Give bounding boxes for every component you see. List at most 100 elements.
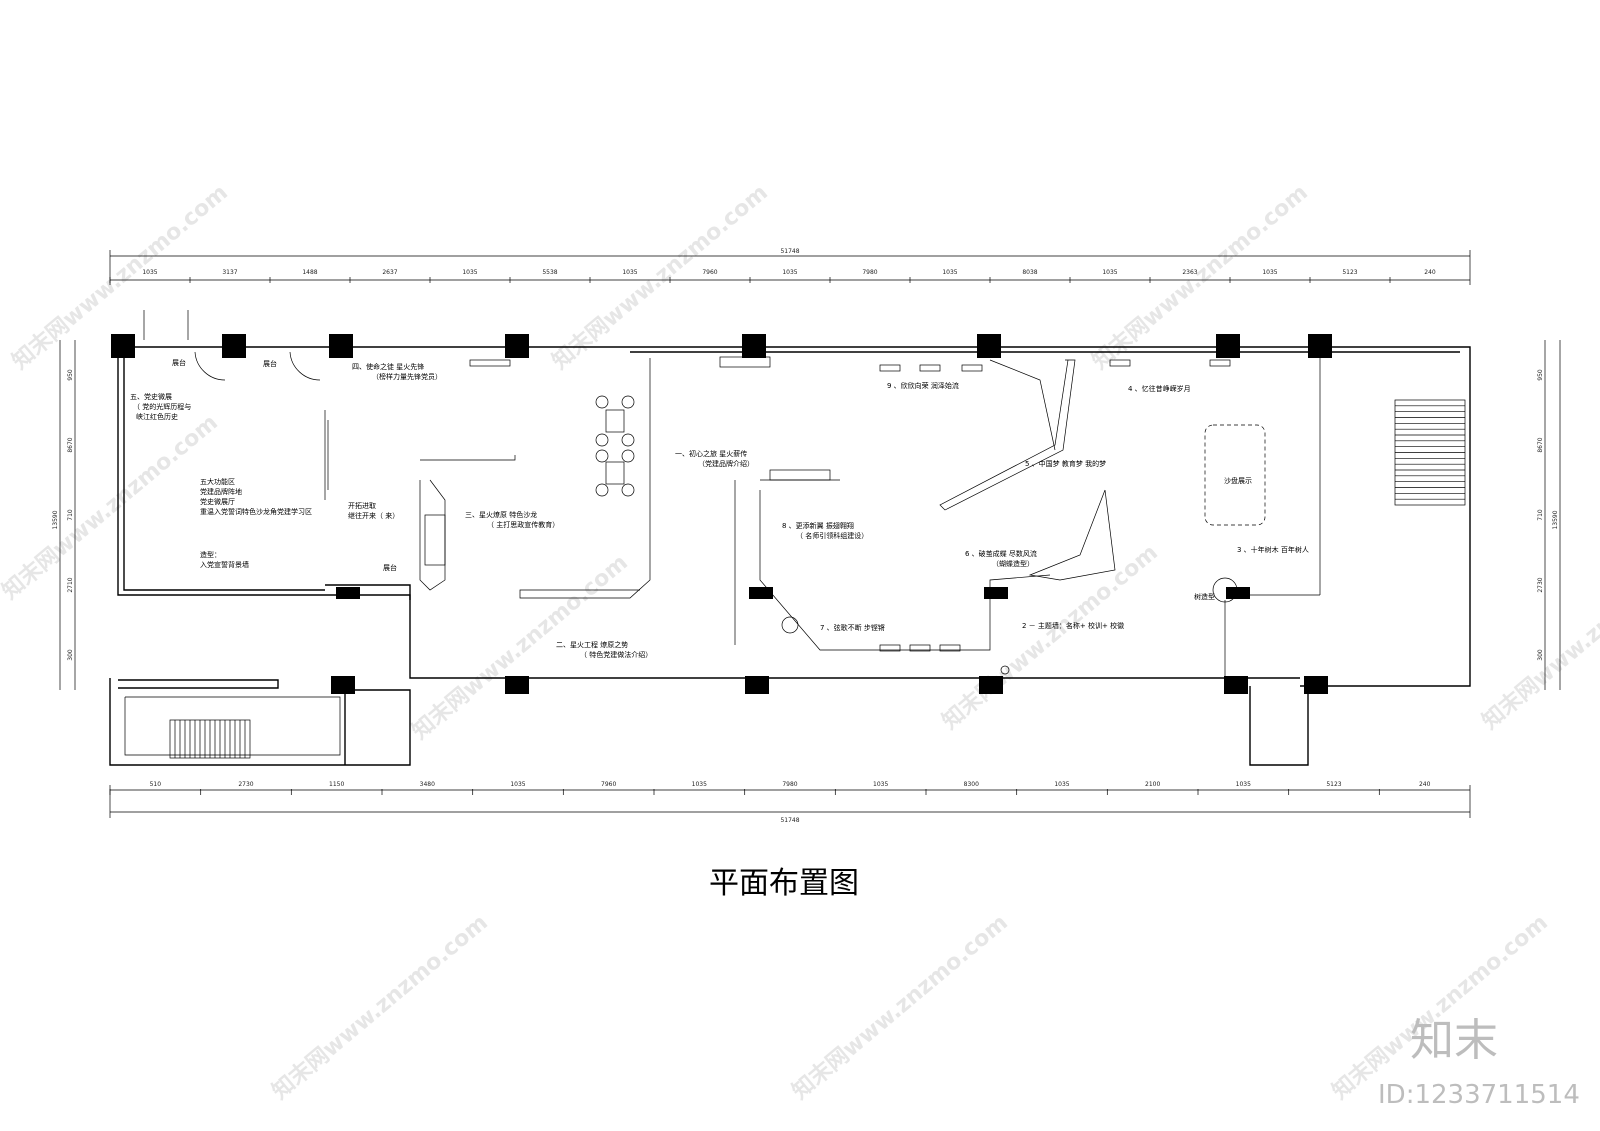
dim-top-segment: 1035 <box>462 269 477 276</box>
structural-column <box>1304 676 1328 694</box>
dim-right-segment: 8670 <box>1537 437 1544 452</box>
watermark: 知末网www.znzmo.com <box>0 409 223 604</box>
dim-top-segment: 1035 <box>142 269 157 276</box>
dim-top-segment: 1035 <box>1102 269 1117 276</box>
label-s3: 三、星火燎原 特色沙龙 <box>465 510 537 519</box>
dim-top-segment: 1035 <box>1262 269 1277 276</box>
dim-top-segment: 1035 <box>782 269 797 276</box>
watermark: 知末网www.znzmo.com <box>1477 539 1600 734</box>
watermark: 知末网www.znzmo.com <box>1087 179 1313 374</box>
furniture <box>143 310 1266 675</box>
label-s5: 五、党史微展 <box>130 392 172 401</box>
dim-bottom-segment: 5123 <box>1326 781 1341 788</box>
label-s7: 7 、弦歌不断 步铿锵 <box>820 623 885 632</box>
watermark: 知末网www.znzmo.com <box>1327 909 1553 1104</box>
label-s2: 二、星火工程 燎原之势 <box>556 640 628 649</box>
dim-bottom-segment: 8300 <box>964 781 979 788</box>
drawing-title: 平面布置图 <box>709 866 859 901</box>
watermark: 知末网www.znzmo.com <box>937 539 1163 734</box>
walls <box>109 346 1471 766</box>
dim-top-segment: 1035 <box>622 269 637 276</box>
label-s4: 四、使命之徒 星火先锋 <box>352 362 424 371</box>
label-s6: 6 、破茧成蝶 尽数风流 <box>965 549 1037 558</box>
label-functions: 重温入党誓词特色沙龙角党建学习区 <box>200 507 312 516</box>
structural-column <box>1308 334 1332 358</box>
brand-logo: 知末 <box>1410 1015 1498 1066</box>
label-s2: （ 特色党建做法介绍） <box>580 650 652 659</box>
label-s5-dream: 5 、中国梦 教育梦 我的梦 <box>1025 459 1106 468</box>
label-s1: 一、初心之旅 星火薪传 <box>675 449 747 458</box>
structural-column <box>505 676 529 694</box>
dim-top-segment: 5538 <box>542 269 557 276</box>
label-zaoxing: 入党宣誓背景墙 <box>200 560 249 569</box>
dim-top-segment: 5123 <box>1342 269 1357 276</box>
label-s8: 8 、更添新翼 振翅翱翔 <box>782 521 854 530</box>
label-s4: （榜样力量先锋党员） <box>372 372 442 381</box>
structural-column <box>745 676 769 694</box>
label-zaoxing: 造型： <box>200 550 221 559</box>
label-zhantai: 展台 <box>172 358 186 367</box>
dim-bottom-segment: 1150 <box>329 781 344 788</box>
label-functions: 党建品牌阵地 <box>200 487 242 496</box>
label-zhantai: 展台 <box>383 563 397 572</box>
label-functions: 党史微展厅 <box>200 497 235 506</box>
label-tree-shape: 树造型 <box>1194 592 1215 601</box>
dim-top-segment: 8038 <box>1022 269 1037 276</box>
structural-column <box>742 334 766 358</box>
dim-bottom-segment: 3480 <box>420 781 435 788</box>
label-s1: （党建品牌介绍） <box>698 459 754 468</box>
label-kaituo: 开拓进取 <box>348 501 376 510</box>
dim-bottom-segment: 1035 <box>692 781 707 788</box>
label-s3-trees: 3 、十年树木 百年树人 <box>1237 545 1309 554</box>
dim-right-segment: 950 <box>1537 369 1544 381</box>
label-s4-memory: 4 、忆往昔峥嵘岁月 <box>1128 384 1191 393</box>
label-s8: （ 名师引领科组建设） <box>796 531 868 540</box>
label-kaituo: 继往开来（ 来） <box>348 511 399 520</box>
dim-bottom-segment: 510 <box>150 781 162 788</box>
image-id: ID:1233711514 <box>1378 1080 1580 1110</box>
watermark: 知末网www.znzmo.com <box>787 909 1013 1104</box>
label-s6: （蝴蝶造型） <box>992 559 1034 568</box>
dim-left-segment: 2710 <box>67 577 74 592</box>
label-s2-theme-wall: 2 － 主题墙：名称+ 校训+ 校徽 <box>1022 621 1124 630</box>
structural-column <box>1226 587 1250 599</box>
dim-top-segment: 7980 <box>862 269 877 276</box>
dim-top-segment: 240 <box>1424 269 1436 276</box>
watermark: 知末网www.znzmo.com <box>267 909 493 1104</box>
structural-column <box>331 676 355 694</box>
dim-right-segment: 2730 <box>1537 577 1544 592</box>
structural-column <box>222 334 246 358</box>
structural-column <box>977 334 1001 358</box>
dim-left-segment: 300 <box>67 649 74 661</box>
dim-bottom-segment: 7960 <box>601 781 616 788</box>
dim-bottom-segment: 1035 <box>873 781 888 788</box>
dim-bottom-segment: 1035 <box>1054 781 1069 788</box>
label-zhantai: 展台 <box>263 359 277 368</box>
label-s5: 峡江红色历史 <box>136 412 178 421</box>
label-s3: （ 主打思政宣传教育） <box>487 520 559 529</box>
structural-column <box>1216 334 1240 358</box>
watermark-layer: 知末网www.znzmo.com 知末网www.znzmo.com 知末网www… <box>0 179 1600 1104</box>
structural-column <box>1224 676 1248 694</box>
dim-left-total: 13590 <box>52 510 59 529</box>
watermark: 知末网www.znzmo.com <box>547 179 773 374</box>
dim-top-segment: 1035 <box>942 269 957 276</box>
structural-column <box>329 334 353 358</box>
dim-top-segment: 2637 <box>382 269 397 276</box>
dim-right-segment: 300 <box>1537 649 1544 661</box>
dim-left-segment: 8670 <box>67 437 74 452</box>
structural-column <box>984 587 1008 599</box>
dim-top-segment: 7960 <box>702 269 717 276</box>
label-functions: 五大功能区 <box>200 477 235 486</box>
dim-bottom-segment: 240 <box>1419 781 1431 788</box>
label-s5: （ 党的光辉历程与 <box>133 402 191 411</box>
structural-column <box>111 334 135 358</box>
dim-top-segment: 1488 <box>302 269 317 276</box>
stairs-left <box>169 719 251 759</box>
dim-bottom-segment: 1035 <box>510 781 525 788</box>
label-sand-table: 沙盘展示 <box>1224 476 1252 485</box>
dim-top-segment: 2363 <box>1182 269 1197 276</box>
dim-top-segment: 3137 <box>222 269 237 276</box>
